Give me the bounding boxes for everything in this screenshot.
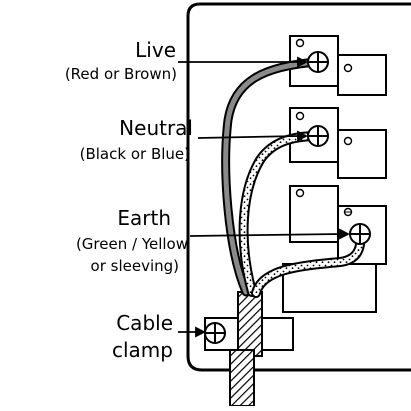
live-leader-arrow xyxy=(297,56,309,68)
neutral-leader-arrow xyxy=(297,130,309,142)
live-wire-outline xyxy=(221,57,323,297)
clamp-screw-icon xyxy=(204,322,226,344)
plug-casing xyxy=(186,2,411,372)
neutral-color-label: (Black or Blue) xyxy=(79,145,190,163)
cable-clamp-label-1: Cable xyxy=(116,311,173,335)
earth-leader-line xyxy=(189,233,343,237)
live-label: Live xyxy=(135,38,176,62)
cable-clamp-label-2: clamp xyxy=(112,338,173,362)
earth-color-label-1: (Green / Yellow xyxy=(75,235,188,253)
neutral-terminal-small-screw xyxy=(295,111,305,121)
live-terminal-small-screw xyxy=(295,38,305,48)
live-wire xyxy=(223,59,321,295)
cable-sheath-inner xyxy=(237,291,263,357)
neutral-label: Neutral xyxy=(119,116,193,140)
earth-leader-arrow xyxy=(339,228,351,240)
live-screw-icon xyxy=(307,51,329,73)
earth-label: Earth xyxy=(117,206,171,230)
live-color-label: (Red or Brown) xyxy=(64,65,177,83)
earth-color-label-2: or sleeving) xyxy=(90,257,179,275)
terminal-block-neutral xyxy=(337,129,387,179)
neutral-wire xyxy=(240,133,321,295)
neutral-screw-icon xyxy=(307,125,329,147)
earth-wire xyxy=(253,231,364,296)
earth-screw-icon xyxy=(349,223,371,245)
terminal-block-live xyxy=(337,54,387,96)
small-screw-neutral xyxy=(343,136,353,146)
earth-terminal-small-screw xyxy=(295,188,305,198)
clamp-leader-arrow xyxy=(195,326,207,338)
small-screw-live xyxy=(343,63,353,73)
cable-sheath-outer xyxy=(229,349,255,407)
neutral-leader-line xyxy=(197,135,301,139)
